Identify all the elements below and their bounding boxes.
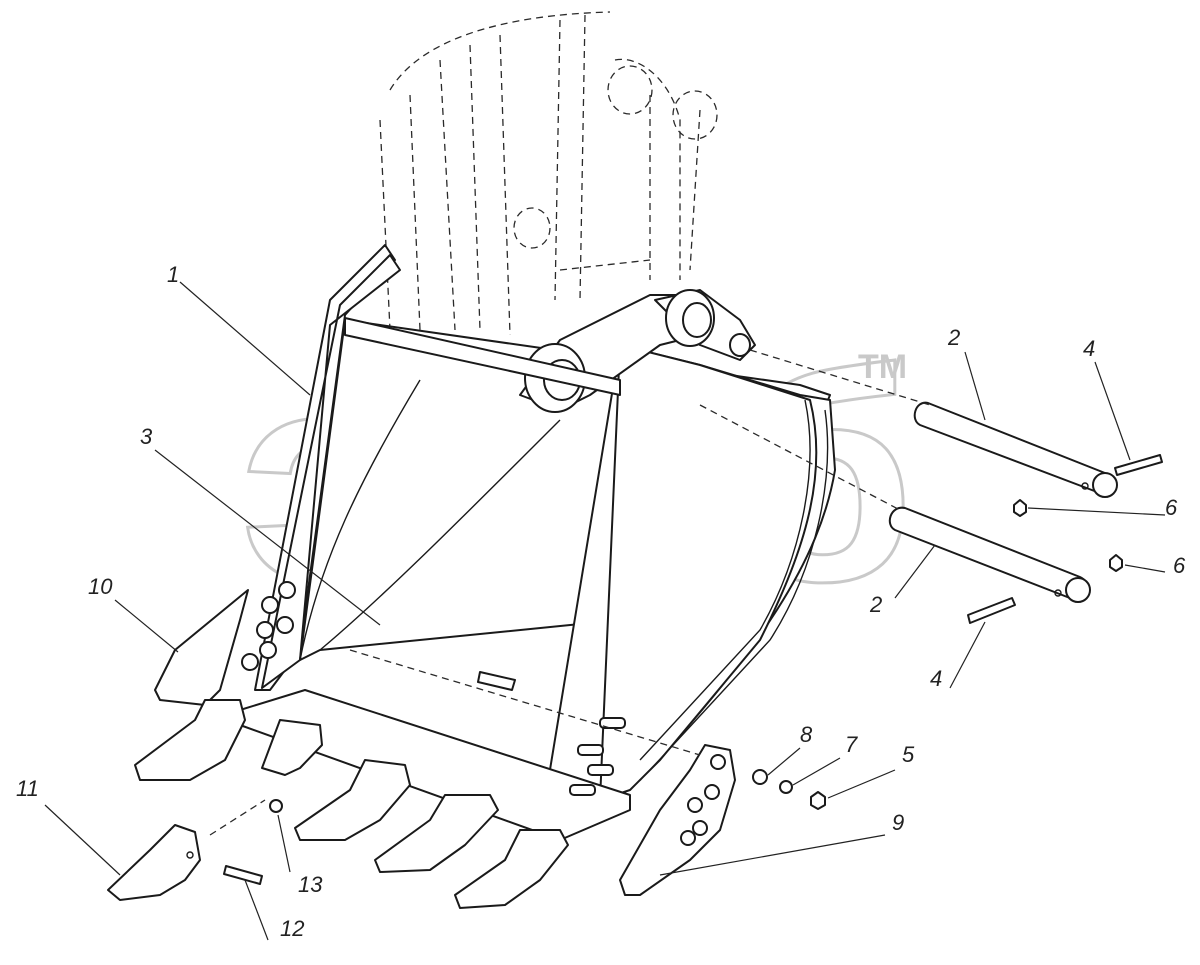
callout-4-top: 4 — [1083, 336, 1095, 361]
callout-11: 11 — [16, 776, 39, 801]
bolt-4-bottom — [967, 597, 1016, 624]
callout-6-bottom: 6 — [1173, 553, 1186, 578]
bucket-teeth — [134, 699, 569, 909]
pin-retainer — [269, 799, 283, 813]
nut-6-bottom — [1109, 554, 1123, 572]
callout-6-top: 6 — [1165, 495, 1178, 520]
callout-7: 7 — [845, 732, 858, 757]
callout-1: 1 — [167, 262, 179, 287]
callout-12: 12 — [280, 916, 304, 941]
phantom-arm — [379, 11, 718, 336]
bolt-3 — [477, 671, 516, 691]
callout-4-bottom: 4 — [930, 666, 942, 691]
side-cutter-right — [619, 744, 736, 896]
callout-5: 5 — [902, 742, 915, 767]
tooth-pin — [223, 865, 263, 885]
washer-8 — [752, 769, 768, 785]
side-cutter-left — [154, 589, 249, 706]
callout-2-top: 2 — [947, 325, 960, 350]
leader-lines — [44, 281, 1166, 941]
callouts: 1 2 2 3 4 4 5 6 6 7 8 9 10 11 12 13 — [16, 262, 1186, 941]
callout-8: 8 — [800, 722, 813, 747]
washer-7 — [779, 780, 793, 794]
bolt-4-top — [1114, 454, 1163, 476]
nut-5 — [810, 791, 826, 810]
callout-9: 9 — [892, 810, 904, 835]
watermark-trademark: TM — [858, 348, 907, 386]
nut-6-top — [1013, 499, 1027, 517]
callout-2-bottom: 2 — [869, 592, 882, 617]
callout-3: 3 — [140, 424, 153, 449]
tooth-loose — [107, 824, 201, 901]
callout-13: 13 — [298, 872, 323, 897]
bucket-pins — [888, 401, 1118, 603]
callout-10: 10 — [88, 574, 113, 599]
bucket-body — [239, 244, 836, 841]
